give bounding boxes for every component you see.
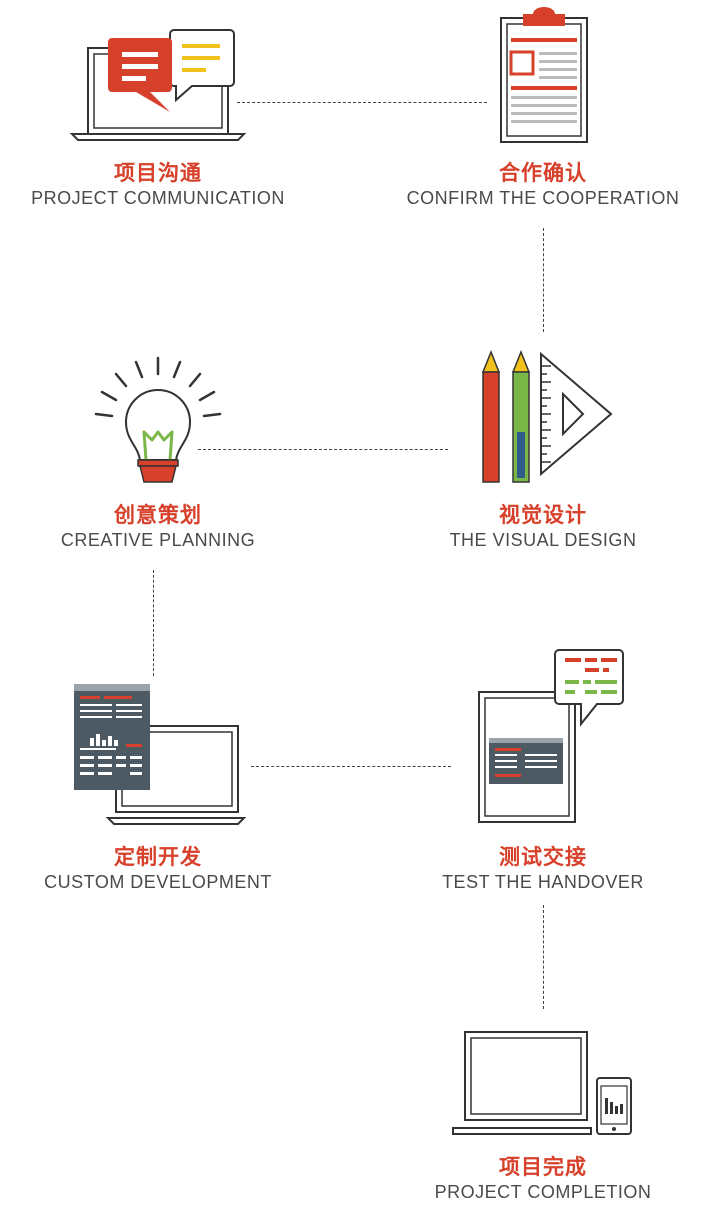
step-title-cn: 项目完成 — [499, 1155, 587, 1179]
clipboard-icon — [500, 7, 588, 143]
step-title-cn: 合作确认 — [499, 161, 587, 185]
step-visual-design: 视觉设计 THE VISUAL DESIGN — [388, 350, 698, 552]
step-project-communication: 项目沟通 PROJECT COMMUNICATION — [0, 22, 316, 210]
step-confirm-cooperation: 合作确认 CONFIRM THE COOPERATION — [388, 4, 698, 210]
connector-2-4 — [543, 228, 544, 332]
step-title-en: CREATIVE PLANNING — [60, 530, 256, 550]
step-title-cn: 创意策划 — [114, 503, 202, 527]
step-title-cn: 定制开发 — [114, 845, 202, 869]
step-title-cn: 视觉设计 — [499, 503, 587, 527]
step-creative-planning: 创意策划 CREATIVE PLANNING — [0, 352, 316, 552]
step-title-en: CONFIRM THE COOPERATION — [406, 188, 680, 208]
connector-3-5 — [153, 570, 154, 676]
pencils-ruler-icon — [481, 350, 613, 483]
step-title-en: PROJECT COMMUNICATION — [31, 188, 285, 208]
step-project-completion: 项目完成 PROJECT COMPLETION — [388, 1028, 698, 1204]
step-title-en: PROJECT COMPLETION — [434, 1182, 652, 1202]
step-title-en: CUSTOM DEVELOPMENT — [44, 872, 272, 892]
connector-6-7 — [543, 905, 544, 1009]
step-title-cn: 项目沟通 — [114, 161, 202, 185]
connector-4-3 — [198, 449, 448, 450]
step-custom-development: 定制开发 CUSTOM DEVELOPMENT — [0, 682, 316, 894]
step-title-en: THE VISUAL DESIGN — [449, 530, 637, 550]
step-title-en: TEST THE HANDOVER — [442, 872, 644, 892]
connector-1-2 — [237, 102, 487, 103]
step-title-cn: 测试交接 — [499, 845, 587, 869]
step-test-handover: 测试交接 TEST THE HANDOVER — [388, 646, 698, 894]
connector-5-6 — [251, 766, 451, 767]
devices-icon — [452, 1031, 632, 1135]
monitor-code-icon — [74, 684, 246, 825]
tablet-review-icon — [478, 649, 624, 823]
laptop-chat-icon — [70, 29, 246, 141]
lightbulb-icon — [94, 356, 222, 483]
